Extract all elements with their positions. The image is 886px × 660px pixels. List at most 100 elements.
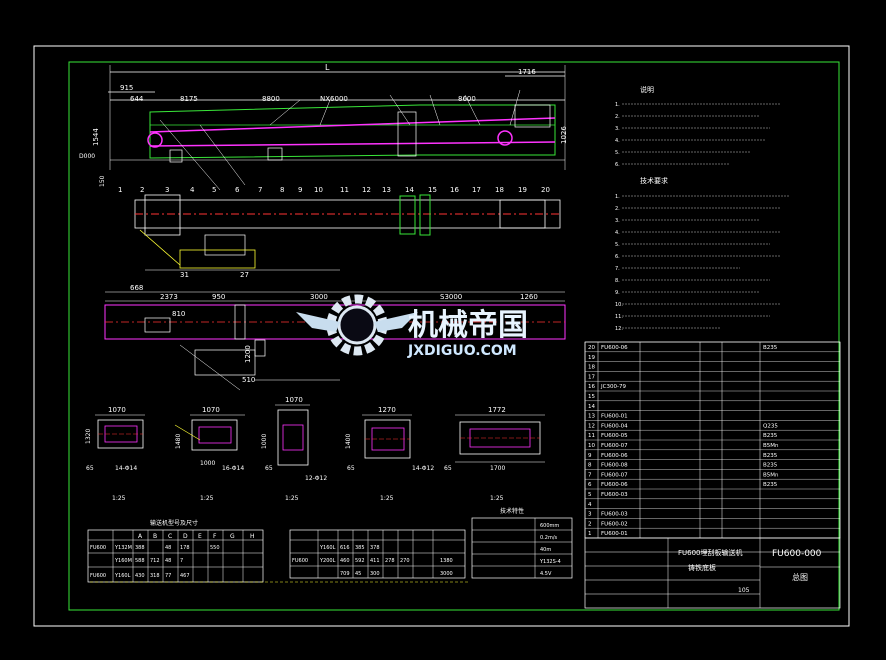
svg-text:16-Φ14: 16-Φ14 xyxy=(222,465,244,472)
dim-950: 950 xyxy=(212,293,225,301)
dim-1544: 1544 xyxy=(92,128,100,146)
svg-text:F: F xyxy=(213,533,217,540)
install-table-right: Y160L 616 385 378 FU600 Y200L 460 592 41… xyxy=(289,529,466,579)
bom-cell: 15 xyxy=(588,394,595,400)
svg-text:1700: 1700 xyxy=(490,465,505,472)
svg-text:411: 411 xyxy=(370,558,380,564)
watermark-en: JXDIGUO.COM xyxy=(407,343,517,359)
svg-text:Y200L: Y200L xyxy=(319,558,336,564)
inner-border xyxy=(68,61,840,611)
bom-cell: FU600-06 xyxy=(601,453,628,459)
bom-cell: 4 xyxy=(588,502,592,508)
bom-cell: 3 xyxy=(588,512,592,518)
svg-text:1270: 1270 xyxy=(378,406,396,414)
svg-text:0.2m/s: 0.2m/s xyxy=(540,535,558,541)
section-2: 1070 1480 16-Φ14 1000 1:25 xyxy=(174,406,245,502)
dim-1716: 1716 xyxy=(518,68,536,76)
svg-text:3.: 3. xyxy=(615,126,620,132)
title-sheet: 105 xyxy=(738,587,750,594)
svg-text:B: B xyxy=(153,533,157,540)
bom-cell: 6 xyxy=(588,482,592,488)
svg-text:16: 16 xyxy=(450,186,459,194)
svg-text:7: 7 xyxy=(258,186,262,194)
dim-nx6000: NX6000 xyxy=(320,95,348,103)
bom-cell: 9 xyxy=(588,453,592,459)
bom-cell: FU600-06 xyxy=(601,482,628,488)
svg-text:1070: 1070 xyxy=(108,406,126,414)
svg-text:467: 467 xyxy=(180,573,190,579)
section-1: 1070 1320 65 14-Φ14 1:25 xyxy=(85,406,145,502)
svg-text:178: 178 xyxy=(180,545,190,551)
svg-text:12.: 12. xyxy=(615,326,623,332)
svg-text:430: 430 xyxy=(135,573,145,579)
install-table-left: 输送机型号及尺寸 A B C D E F G H FU600 Y132M 388… xyxy=(87,519,264,583)
svg-text:Y160L: Y160L xyxy=(114,573,131,579)
bom-cell: FU600-01 xyxy=(601,414,628,420)
svg-text:1:25: 1:25 xyxy=(112,495,126,502)
watermark-cn: 机械帝国 xyxy=(408,308,528,343)
bom-cell: 8 xyxy=(588,463,592,469)
bom-cell: JC300-79 xyxy=(600,384,626,390)
bom-cell: 13 xyxy=(588,414,595,420)
svg-text:技术特性: 技术特性 xyxy=(500,507,524,515)
svg-text:600mm: 600mm xyxy=(540,523,559,529)
section-5: 1772 1700 65 1:25 xyxy=(444,406,545,502)
elevation-view: L 1716 915 644 8175 8800 NX6000 8600 154… xyxy=(79,63,568,279)
svg-text:说明: 说明 xyxy=(640,85,654,94)
svg-text:G: G xyxy=(230,533,235,540)
svg-text:1.: 1. xyxy=(615,102,620,108)
svg-text:输送机型号及尺寸: 输送机型号及尺寸 xyxy=(150,519,198,527)
svg-text:FU600: FU600 xyxy=(90,545,106,551)
svg-text:65: 65 xyxy=(86,465,94,472)
svg-text:1070: 1070 xyxy=(202,406,220,414)
bom-cell: 1 xyxy=(588,531,592,537)
svg-text:19: 19 xyxy=(518,186,527,194)
svg-text:8: 8 xyxy=(280,186,284,194)
bom-cell: 14 xyxy=(588,404,595,410)
bom-cell: 16 xyxy=(588,384,595,390)
bom-cell: FU600-08 xyxy=(601,463,628,469)
svg-text:278: 278 xyxy=(385,558,395,564)
part-numbers-row: 1 2 3 4 5 6 7 8 9 10 11 12 13 14 15 16 1… xyxy=(118,186,550,194)
section-4: 1270 1400 14-Φ12 65 1:25 xyxy=(345,406,434,502)
bom-cell: B235 xyxy=(763,453,778,459)
dim-8175: 8175 xyxy=(180,95,198,103)
svg-text:388: 388 xyxy=(135,545,145,551)
svg-text:Y132M: Y132M xyxy=(114,545,132,551)
bom-cell: 10 xyxy=(588,443,595,449)
svg-text:48: 48 xyxy=(165,545,171,551)
title-drawing-no: FU600-000 xyxy=(772,549,822,559)
svg-text:2.: 2. xyxy=(615,206,620,212)
dim-L: L xyxy=(325,63,330,72)
svg-text:6.: 6. xyxy=(615,254,620,260)
dim-s3000: S3000 xyxy=(440,293,462,301)
title-sub2: 铸铁底板 xyxy=(688,563,716,572)
svg-text:616: 616 xyxy=(340,545,350,551)
section-views: 1070 1320 65 14-Φ14 1:25 1070 1480 16-Φ1… xyxy=(85,396,545,502)
dim-2373: 2373 xyxy=(160,293,178,301)
bom-cell: FU600-02 xyxy=(601,521,628,527)
title-block: FU600埋刮板输送机 铸铁底板 FU600-000 总图 105 xyxy=(584,537,841,609)
svg-text:65: 65 xyxy=(347,465,355,472)
svg-text:技术要求: 技术要求 xyxy=(640,176,668,185)
bom-cell: 2 xyxy=(588,521,592,527)
dim-810: 810 xyxy=(172,310,185,318)
svg-text:7.: 7. xyxy=(615,266,620,272)
svg-text:11.: 11. xyxy=(615,314,623,320)
svg-text:1:25: 1:25 xyxy=(285,495,299,502)
svg-text:20: 20 xyxy=(541,186,550,194)
svg-text:550: 550 xyxy=(210,545,220,551)
svg-text:3: 3 xyxy=(165,186,169,194)
svg-text:1.: 1. xyxy=(615,194,620,200)
dim-150: 150 xyxy=(99,175,106,187)
svg-text:77: 77 xyxy=(165,573,171,579)
svg-text:1: 1 xyxy=(118,186,122,194)
svg-text:6: 6 xyxy=(235,186,240,194)
svg-text:5.: 5. xyxy=(615,150,620,156)
svg-text:460: 460 xyxy=(340,558,350,564)
svg-text:4.: 4. xyxy=(615,138,620,144)
tech-param-table: 技术特性 600mm 0.2m/s 40m Y132S-4 4.5V xyxy=(471,507,573,579)
bom-cell: FU600-07 xyxy=(601,472,628,478)
dim-915: 915 xyxy=(120,84,133,92)
svg-text:48: 48 xyxy=(165,558,171,564)
